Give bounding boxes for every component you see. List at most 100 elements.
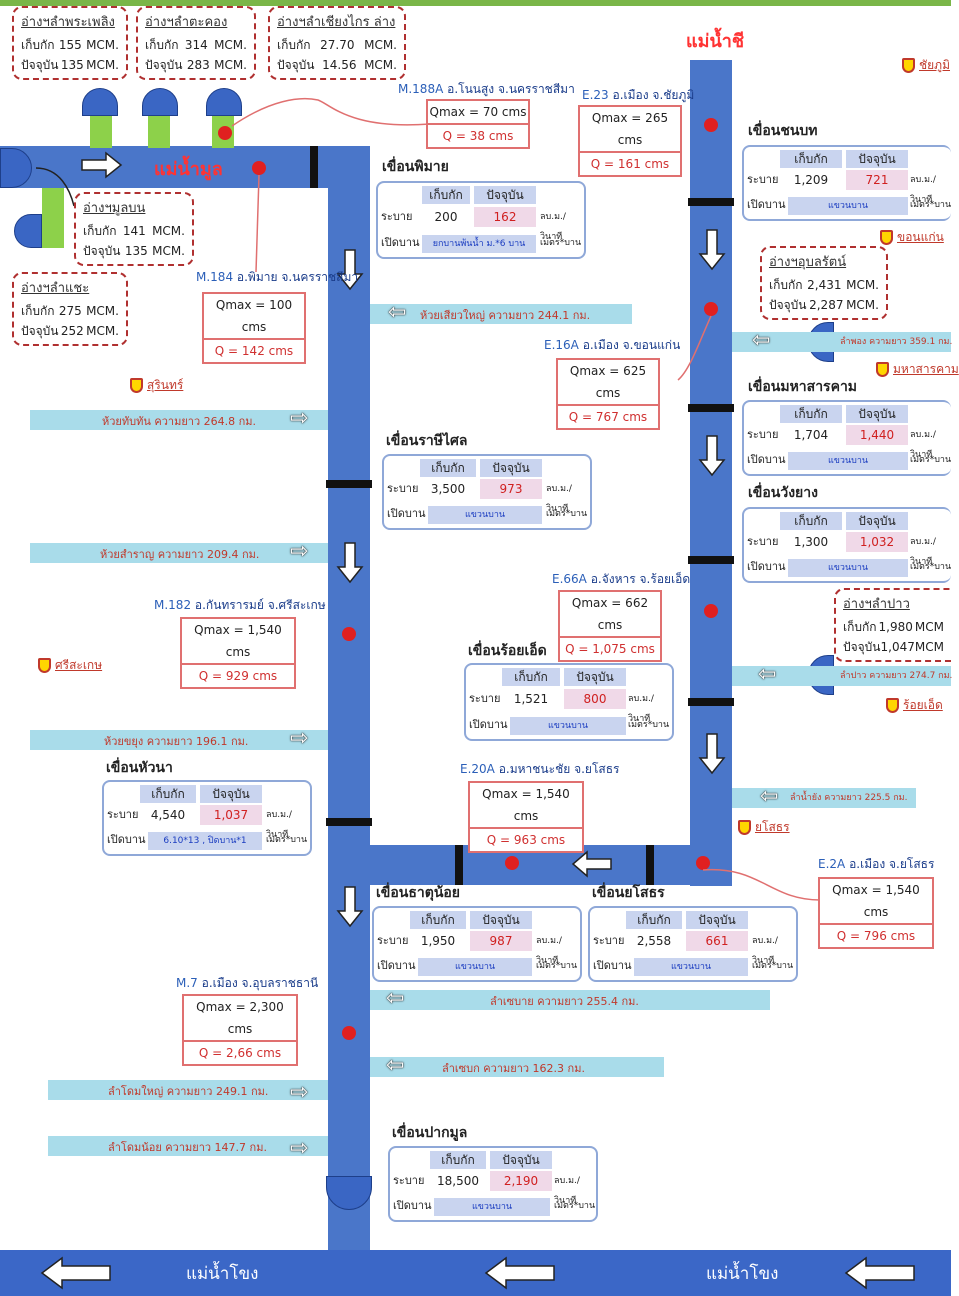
province-yasothon: ยโสธร (738, 818, 790, 837)
station-e66a-name: E.66A อ.จังหาร จ.ร้อยเอ็ด (552, 570, 690, 589)
reservoir-name: อ่างฯลำปาว (843, 597, 910, 612)
gate-unit: เมตร*บาน (536, 961, 578, 971)
storage-header: เก็บกัก (780, 512, 842, 530)
gate-unit: เมตร*บาน (540, 238, 582, 248)
station-place: อ.โนนสูง จ.นครราชสีมา (447, 82, 575, 96)
current-value: 252 (60, 324, 84, 338)
flow-left-arrow-icon: ⇦ (760, 784, 779, 809)
storage-value: 27.70 (320, 38, 355, 52)
flow-unit: ลบ.ม./วินาที (546, 484, 572, 514)
current-value: 987 (470, 931, 532, 951)
dam-name: เขื่อนธาตุน้อย (376, 885, 461, 901)
dam-name: เขื่อนวังยาง (748, 485, 818, 501)
dam-name: เขื่อนหัวนา (106, 760, 173, 776)
reservoir-dam-icon (14, 214, 42, 248)
mun-river-upper (0, 146, 365, 188)
q-current: Q = 161 cms (590, 157, 670, 171)
current-value: 135 (124, 244, 148, 258)
current-header: ปัจจุบัน (470, 911, 532, 929)
storage-value: 18,500 (430, 1171, 486, 1191)
tributary-bar: ห้วยเสียวใหญ่ ความยาว 244.1 กม. (370, 304, 632, 324)
reservoir-name: อ่างฯอุบลรัตน์ (769, 255, 847, 270)
gate-value: แขวนบาน (510, 717, 626, 735)
gate-label: เปิดบาน (107, 833, 146, 846)
current-value: 661 (686, 931, 748, 951)
gate-value: แขวนบาน (788, 452, 908, 470)
storage-value: 1,980 (878, 620, 913, 634)
storage-label: เก็บกัก (843, 620, 877, 634)
tributary-bar: ลำเซบก ความยาว 162.3 กม. (370, 1057, 664, 1077)
unit: MCM. (846, 278, 879, 292)
province-shield-icon (38, 658, 51, 673)
station-code: M.184 (196, 270, 234, 284)
reservoir-name: อ่างฯลำพระเพลิง (21, 15, 115, 30)
q-current: Q = 142 cms (214, 344, 294, 358)
chi-river-label: แม่น้ำชี (686, 31, 745, 52)
storage-header: เก็บกัก (140, 785, 196, 803)
station-place: อ.เมือง จ.ขอนแก่น (582, 338, 681, 352)
gate-unit: เมตร*บาน (910, 562, 952, 572)
flow-unit: ลบ.ม./วินาที (910, 175, 936, 205)
tributary-bar: ลำโดมน้อย ความยาว 147.7 กม. (48, 1136, 328, 1156)
province-label: ชัยภูมิ (919, 58, 950, 72)
gate-label: เปิดบาน (747, 198, 786, 211)
flow-unit: ลบ.ม./วินาที (628, 694, 654, 724)
flow-unit: ลบ.ม./วินาที (910, 430, 936, 460)
reservoir-dam-icon (0, 148, 32, 188)
station-m188a-name: M.188A อ.โนนสูง จ.นครราชสีมา (398, 80, 575, 99)
q-current: Q = 767 cms (568, 410, 648, 424)
gate-value: 6.10*13 , ปิดบาน*1 (148, 832, 262, 850)
reservoir-dam-icon (142, 88, 178, 116)
tributary-bar: ลำพอง ความยาว 359.1 กม. (732, 332, 952, 352)
current-value: 1,440 (846, 425, 908, 445)
flow-unit: ลบ.ม./วินาที (540, 212, 566, 242)
storage-value: 3,500 (420, 479, 476, 499)
storage-label: เก็บกัก (145, 38, 179, 52)
storage-header: เก็บกัก (626, 911, 682, 929)
station-m182-name: M.182 อ.กันทรารมย์ จ.ศรีสะเกษ (154, 596, 326, 615)
station-m184-name: M.184 อ.พิมาย จ.นครราชสีมา (196, 268, 358, 287)
dam-name: เขื่อนยโสธร (592, 885, 665, 901)
storage-header: เก็บกัก (780, 405, 842, 423)
current-header: ปัจจุบัน (686, 911, 748, 929)
station-e16a-qbox: Qmax = 625 cms Q = 767 cms (556, 358, 660, 430)
storage-label: เก็บกัก (769, 278, 803, 292)
storage-value: 2,431 (807, 278, 842, 292)
flow-unit: ลบ.ม./วินาที (910, 537, 936, 567)
release-label: ระบาย (377, 934, 409, 947)
flow-left-arrow-icon: ⇦ (758, 662, 777, 687)
province-shield-icon (902, 58, 915, 73)
dam-table-mahasarakham: เก็บกัก ปัจจุบัน ระบาย 1,704 1,440 ลบ.ม.… (742, 400, 951, 476)
gate-unit: เมตร*บาน (554, 1201, 596, 1211)
storage-value: 1,521 (502, 689, 560, 709)
storage-value: 155 (58, 38, 82, 52)
mekong-arrow-icon (484, 1256, 555, 1290)
province-mahasarakham: มหาสารคาม (876, 360, 959, 379)
station-e66a-dot (704, 604, 718, 618)
province-label: มหาสารคาม (893, 362, 959, 376)
current-label: ปัจจุบัน (843, 640, 881, 654)
q-current: Q = 2,66 cms (198, 1046, 282, 1060)
current-header: ปัจจุบัน (200, 785, 262, 803)
mun-river-label: แม่น้ำมูล (154, 159, 223, 180)
release-label: ระบาย (107, 808, 139, 821)
flow-unit: ลบ.ม./วินาที (752, 936, 778, 966)
tributary-label: ห้วยขยุง ความยาว 196.1 กม. (104, 735, 249, 748)
tributary-label: ลำน้ำยัง ความยาว 225.5 กม. (790, 793, 908, 803)
storage-header: เก็บกัก (410, 911, 466, 929)
storage-label: เก็บกัก (21, 38, 55, 52)
qmax: Qmax = 625 cms (558, 360, 658, 406)
dam-table-pakmun: เก็บกัก ปัจจุบัน ระบาย 18,500 2,190 ลบ.ม… (388, 1146, 598, 1222)
province-label: ขอนแก่น (897, 230, 944, 244)
q-current: Q = 963 cms (486, 833, 566, 847)
release-label: ระบาย (747, 535, 779, 548)
station-code: E.20A (460, 762, 495, 776)
flow-down-arrow-icon (336, 542, 364, 584)
station-e20a-dot (505, 856, 519, 870)
current-value: 14.56 (322, 58, 357, 72)
province-surin: สุรินทร์ (130, 376, 183, 395)
